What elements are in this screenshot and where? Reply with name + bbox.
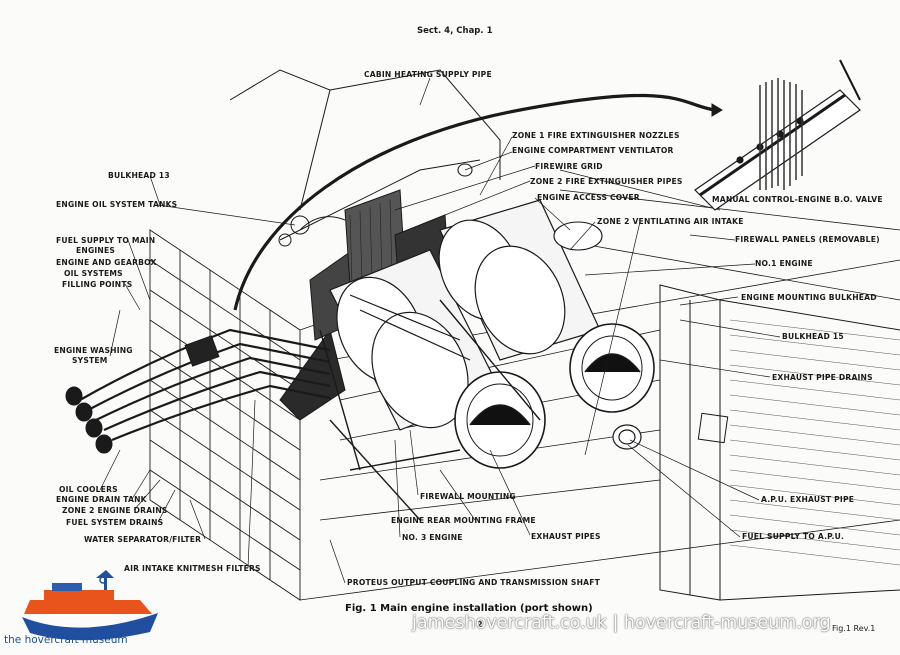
cabin-heating-pipe [233, 93, 716, 311]
label-engine-washing-system-2: SYSTEM [72, 356, 108, 365]
label-fuel-supply-main-engines: FUEL SUPPLY TO MAIN [56, 236, 156, 245]
label-engine-mounting-bulkhead: ENGINE MOUNTING BULKHEAD [741, 293, 877, 302]
label-fuel-system-drains: FUEL SYSTEM DRAINS [66, 518, 164, 527]
label-engine-oil-system-tanks: ENGINE OIL SYSTEM TANKS [56, 200, 178, 209]
label-water-separator-filter: WATER SEPARATOR/FILTER [84, 535, 202, 544]
label-engine-rear-mounting-frame: ENGINE REAR MOUNTING FRAME [391, 516, 536, 525]
watermark-text: jameshovercraft.co.uk | hovercraft-museu… [412, 613, 831, 633]
label-fuel-supply-main-engines-2: ENGINES [76, 246, 116, 255]
label-zone2-ventilating-air-intake: ZONE 2 VENTILATING AIR INTAKE [597, 217, 744, 226]
section-header: Sect. 4, Chap. 1 [417, 26, 493, 36]
label-exhaust-pipes: EXHAUST PIPES [531, 532, 601, 541]
upper-pipework [229, 69, 501, 247]
apu-exhaust [612, 424, 642, 450]
label-cabin-heating-supply-pipe: CABIN HEATING SUPPLY PIPE [364, 70, 492, 79]
label-no1-engine: NO.1 ENGINE [755, 259, 813, 268]
bulkhead-15-frame [659, 284, 900, 601]
label-engine-gearbox-oil: ENGINE AND GEARBOX [56, 258, 157, 267]
label-exhaust-pipe-drains: EXHAUST PIPE DRAINS [772, 373, 873, 382]
exhaust-pipes [454, 323, 655, 469]
firewall-grid [349, 198, 393, 286]
label-air-intake-knitmesh-filters: AIR INTAKE KNITMESH FILTERS [124, 564, 261, 573]
engine-mounting-frame [319, 299, 541, 521]
page-number: 2 [477, 620, 483, 629]
label-no3-engine: NO. 3 ENGINE [402, 533, 463, 542]
label-bulkhead-13: BULKHEAD 13 [108, 171, 170, 180]
oil-coolers [65, 386, 113, 454]
no3-engine [329, 249, 501, 431]
engine-drain-tank [184, 335, 220, 367]
label-engine-gearbox-oil-3: FILLING POINTS [62, 280, 133, 289]
label-fuel-supply-apu: FUEL SUPPLY TO A.P.U. [742, 532, 845, 541]
label-engine-compartment-ventilator: ENGINE COMPARTMENT VENTILATOR [512, 146, 674, 155]
oil-cooler-pipes [79, 328, 331, 442]
label-oil-coolers: OIL COOLERS [59, 485, 118, 494]
label-manual-control-valve: MANUAL CONTROL-ENGINE B.O. VALVE [712, 195, 883, 204]
label-zone2-fire-extinguisher-pipes: ZONE 2 FIRE EXTINGUISHER PIPES [530, 177, 683, 186]
label-zone1-fire-extinguisher-nozzles: ZONE 1 FIRE EXTINGUISHER NOZZLES [512, 131, 680, 140]
no1-engine [438, 199, 601, 361]
label-engine-washing-system: ENGINE WASHING [54, 346, 133, 355]
label-bulkhead-15: BULKHEAD 15 [782, 332, 844, 341]
label-zone2-engine-drains: ZONE 2 ENGINE DRAINS [62, 506, 168, 515]
label-apu-exhaust-pipe: A.P.U. EXHAUST PIPE [761, 495, 855, 504]
label-proteus-output-coupling: PROTEUS OUTPUT COUPLING AND TRANSMISSION… [347, 578, 600, 587]
figure-caption: Fig. 1 Main engine installation (port sh… [345, 603, 593, 614]
bulkhead-hatching [729, 319, 900, 566]
label-engine-access-cover: ENGINE ACCESS COVER [537, 193, 640, 202]
label-firewall-panels: FIREWALL PANELS (REMOVABLE) [735, 235, 880, 244]
valve-shadow-hatch [759, 78, 803, 190]
label-engine-gearbox-oil-2: OIL SYSTEMS [64, 269, 123, 278]
museum-logo-text: the hovercraft museum [4, 634, 128, 646]
label-firewire-grid: FIREWIRE GRID [535, 162, 603, 171]
label-engine-drain-tank: ENGINE DRAIN TANK [56, 495, 147, 504]
leader-lines [99, 77, 781, 584]
figure-reference: Fig.1 Rev.1 [832, 624, 876, 633]
museum-logo [22, 570, 158, 641]
label-firewall-mounting: FIREWALL MOUNTING [420, 492, 516, 501]
